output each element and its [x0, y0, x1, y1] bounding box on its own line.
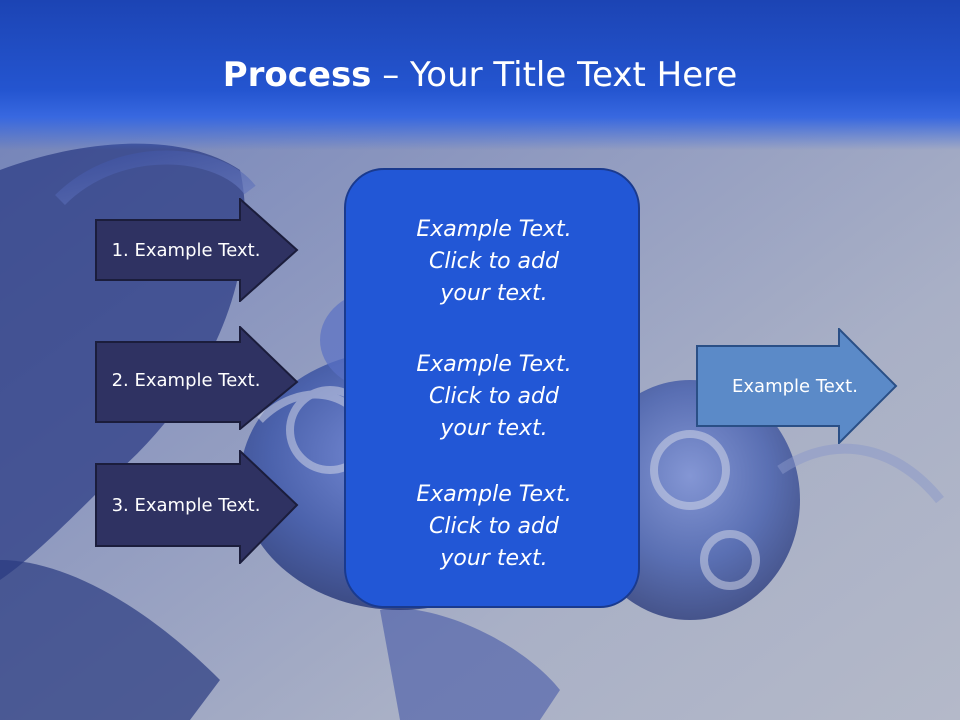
result-label: Example Text. [732, 375, 858, 397]
step-arrow-3: 3. Example Text. [95, 450, 299, 564]
center-item-1-line-3: your text. [440, 281, 548, 306]
center-item-3-line-3: your text. [440, 546, 548, 571]
center-item-2-line-1: Example Text. [416, 352, 572, 377]
result-arrow: Example Text. [696, 328, 898, 444]
step-arrow-1: 1. Example Text. [95, 198, 299, 302]
step-arrow-2: 2. Example Text. [95, 326, 299, 430]
title-bold: Process [222, 55, 372, 95]
step-label-3: 3. Example Text. [111, 494, 261, 516]
center-item-1-line-2: Click to add [429, 249, 559, 274]
center-item-1-line-1: Example Text. [416, 217, 572, 242]
center-item-3-line-1: Example Text. [416, 482, 572, 507]
center-item-2-line-2: Click to add [429, 384, 559, 409]
center-item-3: Example Text. Click to add your text. [346, 479, 642, 575]
step-label-1: 1. Example Text. [111, 239, 261, 261]
center-item-3-line-2: Click to add [429, 514, 559, 539]
slide-title: Process – Your Title Text Here [0, 52, 960, 98]
center-item-2: Example Text. Click to add your text. [346, 349, 642, 445]
step-label-2: 2. Example Text. [111, 369, 261, 391]
center-content-box: Example Text. Click to add your text. Ex… [344, 168, 640, 608]
title-rest: – Your Title Text Here [371, 55, 738, 95]
center-item-2-line-3: your text. [440, 416, 548, 441]
center-item-1: Example Text. Click to add your text. [346, 214, 642, 310]
title-band [0, 0, 960, 150]
